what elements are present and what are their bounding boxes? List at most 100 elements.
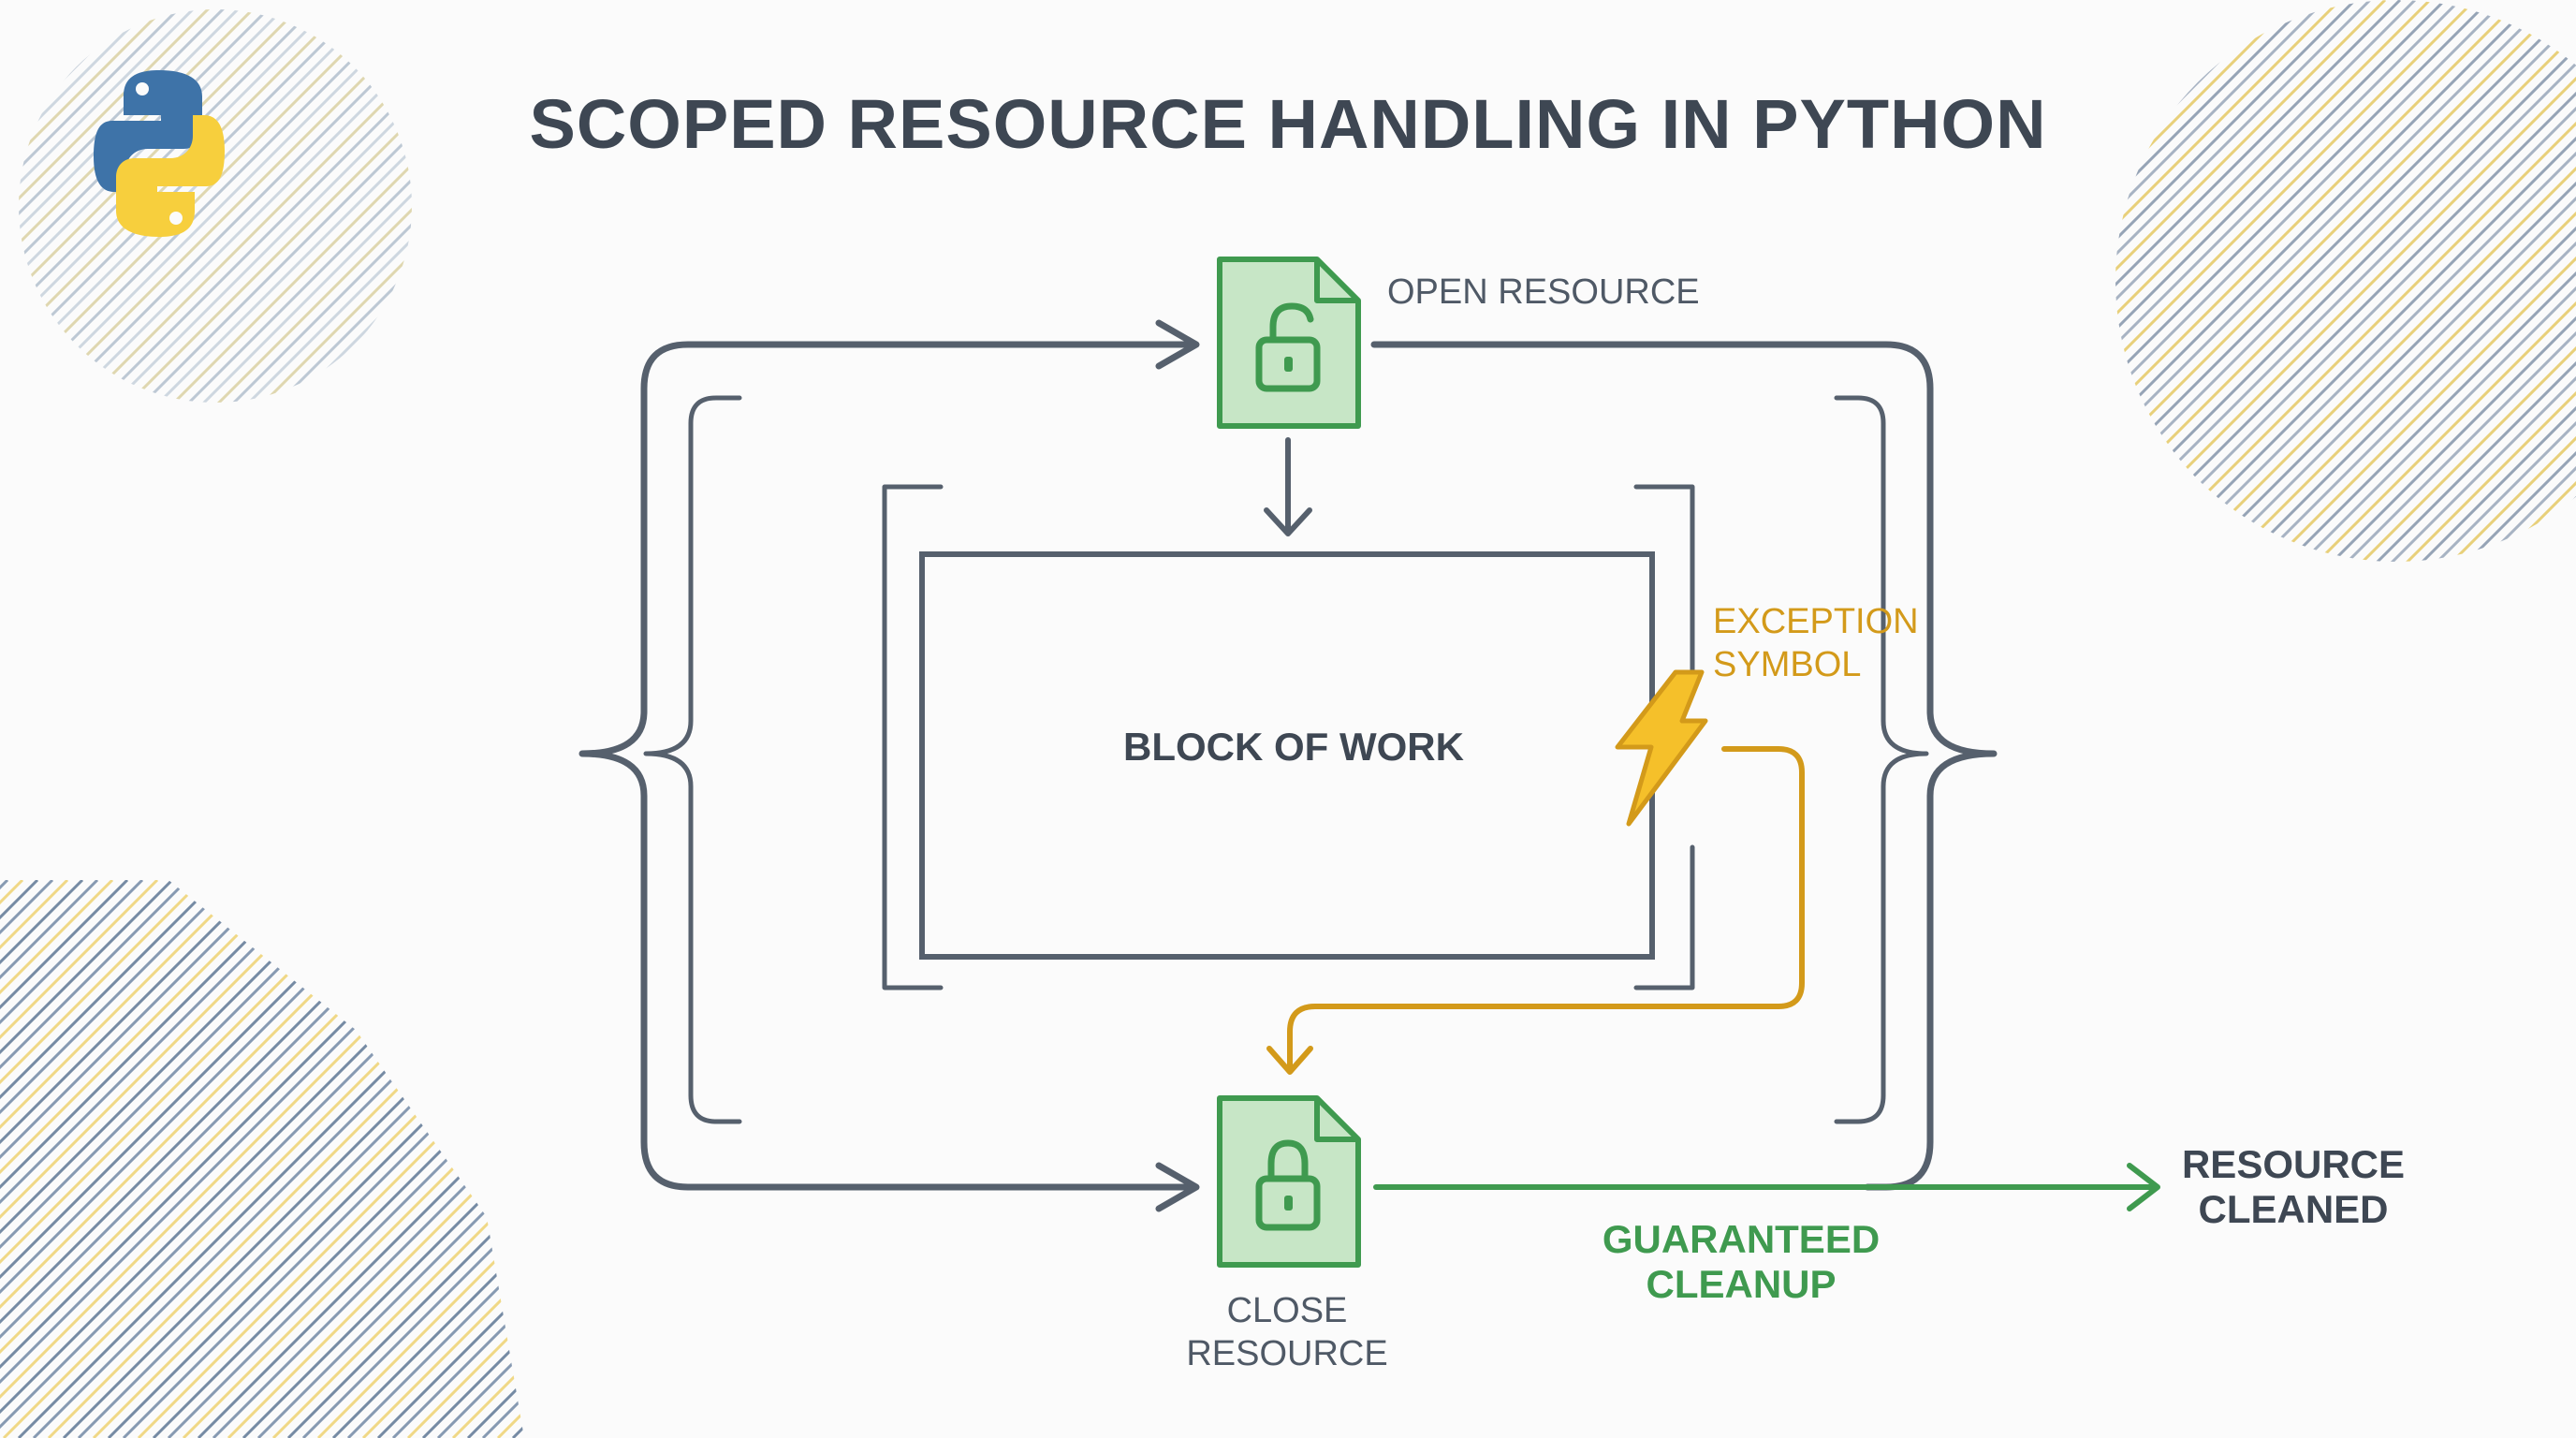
decorative-stripe	[2115, 0, 2372, 562]
decorative-stripe	[2115, 0, 2312, 562]
decorative-stripe	[69, 9, 412, 403]
decorative-stripe	[0, 880, 249, 1438]
decorative-stripe	[0, 880, 99, 1438]
python-logo	[94, 70, 225, 237]
decorative-stripe	[511, 880, 524, 1438]
decorative-stripe	[0, 880, 234, 1438]
decorative-stripe	[2417, 0, 2576, 562]
decorative-stripe	[2402, 0, 2576, 562]
decorative-stripe	[286, 880, 524, 1438]
decorative-stripe	[19, 9, 54, 403]
decorative-stripe	[384, 9, 412, 403]
decorative-stripe	[256, 880, 524, 1438]
decorative-stripe	[2312, 0, 2576, 562]
decorative-stripe	[416, 0, 846, 431]
decorative-stripe	[19, 9, 189, 403]
decorative-stripe	[2162, 0, 2576, 562]
decorative-stripe	[2297, 0, 2576, 562]
decorative-stripe	[2115, 0, 2447, 562]
decorative-stripe	[0, 880, 429, 1438]
decorative-stripe	[99, 9, 412, 403]
decorative-stripe	[2237, 0, 2576, 562]
open-resource-label: OPEN RESOURCE	[1387, 272, 1700, 312]
decorative-stripe	[0, 0, 7, 431]
decorative-stripe	[2282, 0, 2576, 562]
exception-label: EXCEPTION SYMBOL	[1713, 601, 1919, 686]
decorative-stripe	[2115, 0, 2567, 562]
decorative-stripe	[2115, 0, 2507, 562]
decorative-stripe	[84, 9, 412, 403]
decorative-stripe	[2132, 0, 2576, 562]
decorative-stripe	[301, 880, 524, 1438]
decorative-stripe	[0, 880, 9, 1438]
decorative-stripe	[2115, 0, 2387, 562]
decorative-stripe	[2117, 0, 2576, 562]
decorative-stripe	[0, 880, 189, 1438]
cleanup-label-line1: GUARANTEED	[1602, 1217, 1881, 1261]
decorative-stripe	[2177, 0, 2576, 562]
decorative-stripe	[19, 9, 294, 403]
cleaned-label-line1: RESOURCE	[2181, 1142, 2406, 1186]
decorative-stripe	[2115, 0, 2402, 562]
decorative-stripe	[0, 880, 204, 1438]
decorative-stripe	[234, 9, 412, 403]
decorative-stripe	[0, 880, 174, 1438]
decorative-stripe	[2222, 0, 2576, 562]
decorative-stripe	[0, 880, 519, 1438]
decorative-stripe	[0, 880, 129, 1438]
decorative-stripe	[19, 9, 174, 403]
guaranteed-cleanup-label: GUARANTEED CLEANUP	[1554, 1217, 1928, 1308]
decorative-stripe	[0, 880, 339, 1438]
decorative-stripe	[0, 880, 279, 1438]
decorative-stripe	[0, 880, 114, 1438]
decorative-stripe	[466, 880, 524, 1438]
decorative-stripe	[19, 9, 114, 403]
open-to-work-arrow	[1264, 437, 1312, 536]
cleaned-label-line2: CLEANED	[2198, 1187, 2389, 1232]
decorative-stripe	[2192, 0, 2576, 562]
decorative-stripe	[0, 880, 309, 1438]
decorative-stripe	[54, 9, 412, 403]
decorative-stripe	[406, 880, 524, 1438]
decorative-stripe	[2357, 0, 2576, 562]
decorative-stripe	[2115, 0, 2417, 562]
decorative-stripe	[0, 880, 219, 1438]
decorative-stripe	[0, 880, 354, 1438]
decorative-stripe	[2207, 0, 2576, 562]
cleanup-arrow	[1373, 1163, 2160, 1211]
decorative-stripe	[2387, 0, 2576, 562]
inner-scope-brackets	[643, 395, 1929, 1124]
decorative-stripe	[481, 880, 524, 1438]
block-of-work-label: BLOCK OF WORK	[1123, 725, 1464, 769]
unlocked-file-icon	[1217, 257, 1361, 429]
decorative-stripe	[528, 880, 1086, 1438]
decorative-stripe	[354, 9, 412, 403]
decorative-stripe	[316, 880, 524, 1438]
outer-scope-brace-left	[578, 319, 1200, 1212]
decorative-stripe	[376, 880, 524, 1438]
close-label-line2: RESOURCE	[1186, 1333, 1388, 1373]
decorative-stripe	[369, 9, 412, 403]
decorative-stripe	[174, 9, 412, 403]
decorative-stripe	[2115, 0, 2342, 562]
decorative-stripe	[361, 880, 524, 1438]
decorative-stripe	[2115, 0, 2327, 562]
decorative-stripe	[107, 880, 524, 1438]
decorative-stripe	[62, 880, 524, 1438]
decorative-stripe	[0, 880, 524, 1438]
decorative-stripe	[2252, 0, 2576, 562]
decorative-stripe	[496, 880, 524, 1438]
decorative-stripe	[77, 880, 524, 1438]
decorative-stripe	[19, 9, 24, 403]
decorative-stripe	[2115, 0, 2552, 562]
decorative-stripe	[2115, 0, 2576, 562]
decorative-stripe	[2115, 0, 2462, 562]
close-resource-label: CLOSE RESOURCE	[1086, 1290, 1488, 1375]
resource-cleaned-label: RESOURCE CLEANED	[2153, 1142, 2434, 1233]
decorative-stripe	[152, 880, 524, 1438]
decorative-stripe	[2432, 0, 2576, 562]
decorative-stripe	[0, 880, 144, 1438]
decorative-stripe	[19, 9, 279, 403]
decorative-stripe	[19, 9, 84, 403]
